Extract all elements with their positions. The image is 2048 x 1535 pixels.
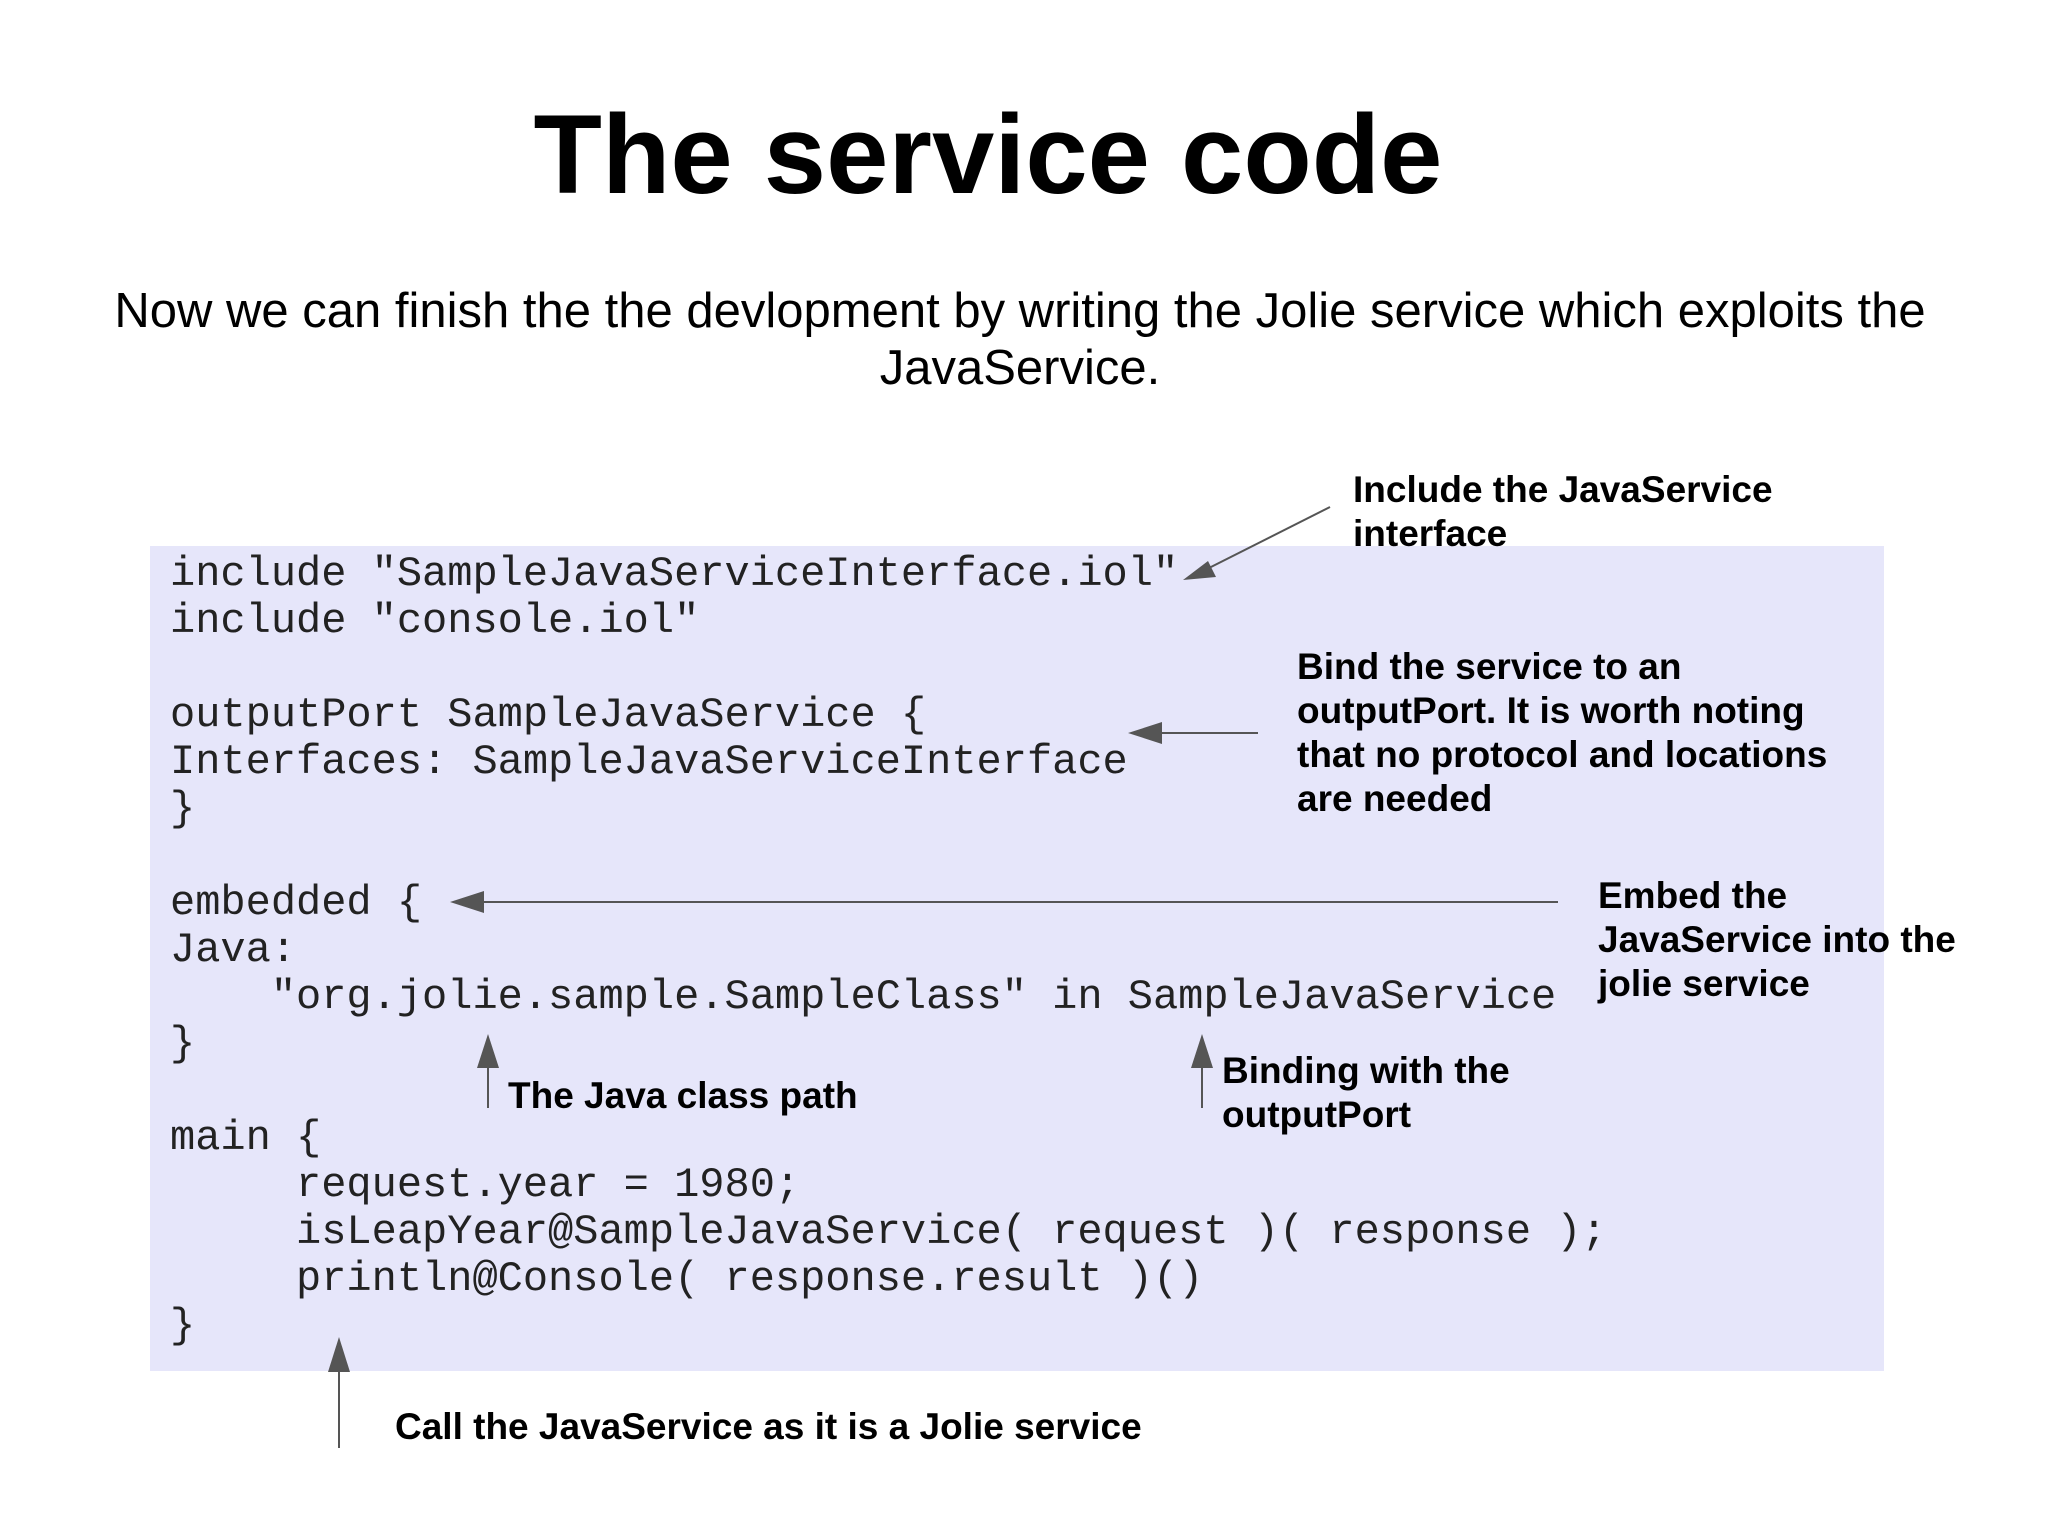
code-line: } <box>170 785 196 833</box>
arrow-head <box>1191 1034 1213 1068</box>
code-line: } <box>170 1020 196 1068</box>
slide-subtitle: Now we can finish the the devlopment by … <box>114 284 1926 395</box>
annotation-include-interface: Include the JavaService interface <box>1353 468 1773 556</box>
annotation-line: Binding with the <box>1222 1050 1510 1091</box>
arrow-head <box>328 1337 350 1372</box>
annotation-line: interface <box>1353 513 1508 554</box>
annotation-line: The Java class path <box>508 1075 858 1116</box>
annotation-bind-output-port: Bind the service to an outputPort. It is… <box>1297 645 1827 821</box>
annotation-call-service: Call the JavaService as it is a Jolie se… <box>395 1405 1142 1449</box>
code-line: "org.jolie.sample.SampleClass" in Sample… <box>170 973 1557 1021</box>
code-line: Java: <box>170 926 297 974</box>
code-line: isLeapYear@SampleJavaService( request )(… <box>170 1208 1607 1256</box>
annotation-line: Bind the service to an <box>1297 646 1682 687</box>
annotation-line: JavaService into the <box>1598 919 1956 960</box>
annotation-line: outputPort <box>1222 1094 1412 1135</box>
annotation-line: Include the JavaService <box>1353 469 1773 510</box>
code-block <box>150 546 1884 1371</box>
code-line: } <box>170 1302 196 1350</box>
annotation-line: Embed the <box>1598 875 1788 916</box>
code-line: request.year = 1980; <box>170 1161 801 1209</box>
code-line: Interfaces: SampleJavaServiceInterface <box>170 738 1128 786</box>
annotation-line: are needed <box>1297 778 1493 819</box>
code-line: println@Console( response.result )() <box>170 1255 1204 1303</box>
arrow-head <box>1128 722 1162 744</box>
arrow-head <box>477 1034 499 1068</box>
annotation-line: Call the JavaService as it is a Jolie se… <box>395 1406 1142 1447</box>
code-line: main { <box>170 1114 322 1162</box>
annotation-java-class-path: The Java class path <box>508 1074 858 1118</box>
code-line: include "console.iol" <box>170 597 700 645</box>
annotation-binding-output-port: Binding with the outputPort <box>1222 1049 1510 1137</box>
slide-title: The service code <box>533 92 1443 217</box>
arrow-head <box>1183 561 1216 580</box>
annotation-line: outputPort. It is worth noting <box>1297 690 1805 731</box>
annotation-embed-service: Embed the JavaService into the jolie ser… <box>1598 874 1956 1006</box>
annotation-line: jolie service <box>1598 963 1810 1004</box>
code-line: include "SampleJavaServiceInterface.iol" <box>170 550 1179 598</box>
code-line: outputPort SampleJavaService { <box>170 691 927 739</box>
annotation-line: that no protocol and locations <box>1297 734 1828 775</box>
code-line: embedded { <box>170 879 423 927</box>
arrow-head <box>450 891 484 913</box>
